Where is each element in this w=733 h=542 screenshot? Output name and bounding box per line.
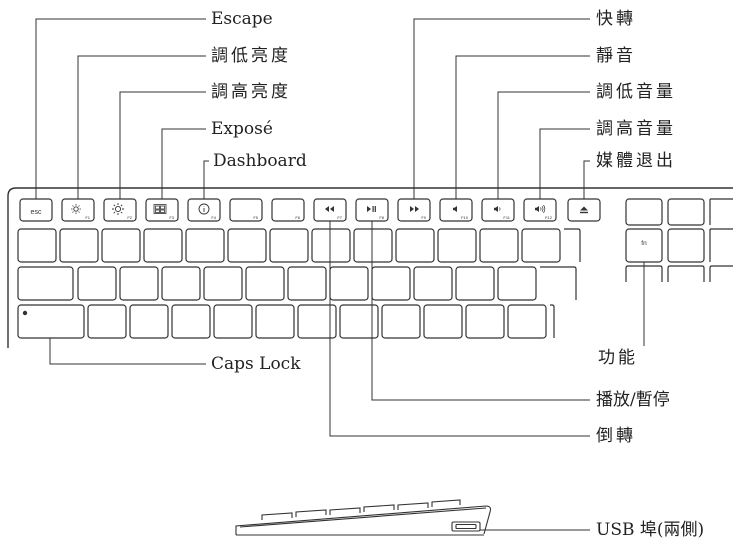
callout-escape: Escape (211, 9, 273, 29)
f1-label: F1 (85, 215, 90, 220)
leader-dashboard (203, 160, 209, 199)
callout-media-eject: 媒體退出 (596, 151, 676, 171)
sun-large-icon (112, 203, 124, 215)
leader-volume-up (539, 128, 590, 199)
volume-down-icon (494, 206, 501, 212)
f3-label: F3 (169, 215, 174, 220)
callout-volume-up: 調高音量 (596, 119, 676, 139)
leader-fast-forward (413, 18, 590, 199)
fast-forward-icon (410, 206, 419, 212)
expose-icon (153, 204, 167, 214)
volume-up-icon (535, 204, 546, 214)
f6-label: F6 (295, 215, 300, 220)
f4-label: F4 (211, 215, 216, 220)
f10-label: F10 (461, 215, 469, 220)
callout-rewind: 倒轉 (596, 426, 636, 446)
leader-volume-down (497, 91, 590, 199)
callout-function: 功能 (598, 348, 638, 368)
leader-brightness-down (77, 55, 206, 199)
mute-icon (453, 206, 457, 212)
callout-usb-port: USB 埠(兩側) (596, 520, 705, 540)
callout-brightness-up: 調高亮度 (211, 82, 291, 102)
dashboard-icon (198, 203, 210, 215)
callout-expose: Exposé (211, 119, 273, 139)
f5-label: F5 (253, 215, 258, 220)
leader-play-pause (371, 221, 590, 401)
callout-fast-forward: 快轉 (596, 9, 636, 29)
key-f6 (271, 198, 305, 222)
keyboard-body (7, 187, 733, 348)
callout-dashboard: Dashboard (213, 151, 307, 171)
f7-label: F7 (337, 215, 342, 220)
sun-small-icon (71, 204, 81, 214)
key-caps-lock (17, 304, 85, 339)
leader-mute (455, 55, 590, 199)
usb-port-icon (451, 521, 481, 532)
f11-label: F11 (503, 215, 510, 220)
fn-key-label: fn (641, 240, 647, 247)
leader-media-eject (583, 160, 590, 199)
f2-label: F2 (127, 215, 132, 220)
callout-caps-lock: Caps Lock (211, 354, 301, 374)
keyboard-side-view (235, 499, 492, 536)
eject-icon (580, 206, 588, 214)
callout-mute: 靜音 (596, 46, 636, 66)
leader-expose (161, 128, 206, 199)
rewind-icon (325, 206, 334, 212)
f12-label: F12 (545, 215, 553, 220)
play-pause-icon (367, 206, 376, 212)
leader-escape (35, 18, 206, 199)
f8-label: F8 (379, 215, 384, 220)
leader-brightness-up (119, 91, 206, 199)
callout-volume-down: 調低音量 (596, 82, 676, 102)
leader-caps-lock (49, 338, 206, 365)
f9-label: F9 (421, 215, 426, 220)
leader-rewind (329, 221, 590, 437)
esc-key-label: esc (31, 209, 42, 216)
callout-play-pause: 播放/暫停 (596, 390, 670, 410)
key-f5 (229, 198, 263, 222)
callout-brightness-down: 調低亮度 (211, 46, 291, 66)
